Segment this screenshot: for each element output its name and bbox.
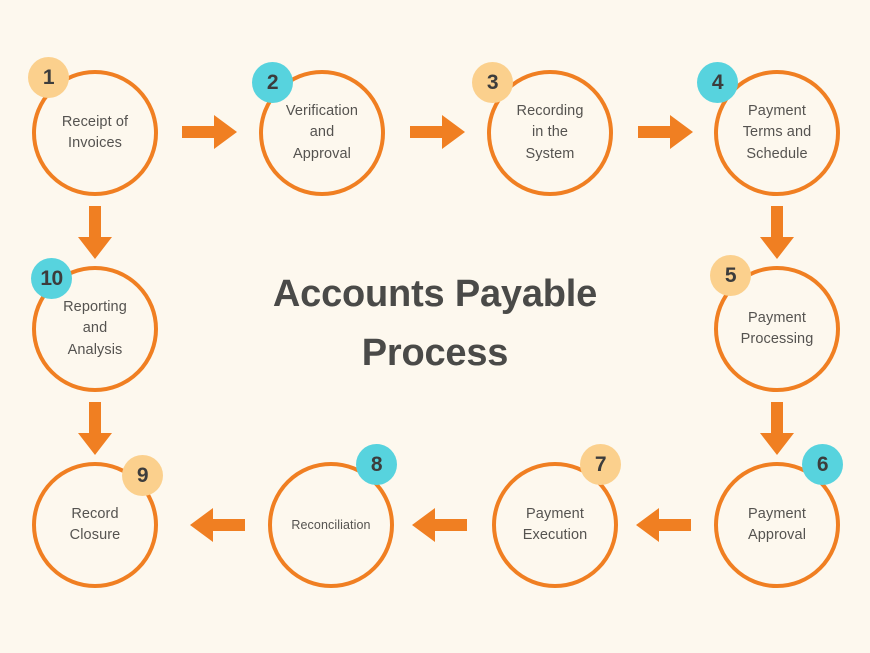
process-node-1-label: Receipt of Invoices <box>61 113 129 151</box>
step-badge-6-number: 6 <box>816 452 829 476</box>
step-badge-3-number: 3 <box>486 70 499 94</box>
step-badge-6: 6 <box>802 444 843 485</box>
arrow-left-8-to-9 <box>190 506 246 544</box>
arrow-right-3-to-4 <box>638 113 694 151</box>
process-node-8-label: Reconciliation <box>291 517 371 532</box>
step-badge-3: 3 <box>472 62 513 103</box>
process-node-5-label: Payment Processing <box>740 309 814 347</box>
process-node-4-label: Payment Terms and Schedule <box>742 103 812 162</box>
step-badge-4-number: 4 <box>711 70 724 94</box>
process-node-1[interactable]: Receipt of Invoices <box>32 70 158 196</box>
process-node-2[interactable]: Verification and Approval <box>259 70 385 196</box>
arrow-down-5-to-6 <box>758 402 796 456</box>
page-title: Accounts Payable Process <box>205 265 665 383</box>
step-badge-8-number: 8 <box>370 452 383 476</box>
page-title-line-1: Accounts Payable <box>272 273 598 315</box>
step-badge-7-number: 7 <box>594 452 607 476</box>
page-title-line-2: Process <box>361 331 509 374</box>
step-badge-2-number: 2 <box>266 70 279 94</box>
process-node-8[interactable]: Reconciliation <box>268 462 394 588</box>
process-node-5[interactable]: Payment Processing <box>714 266 840 392</box>
step-badge-8: 8 <box>356 444 397 485</box>
process-node-6-label: Payment Approval <box>747 505 807 543</box>
step-badge-10: 10 <box>31 258 72 299</box>
arrow-left-7-to-8 <box>412 506 468 544</box>
step-badge-4: 4 <box>697 62 738 103</box>
step-badge-1: 1 <box>28 57 69 98</box>
arrow-down-4-to-5 <box>758 206 796 260</box>
step-badge-7: 7 <box>580 444 621 485</box>
arrow-down-10-to-9 <box>76 402 114 456</box>
step-badge-1-number: 1 <box>42 65 55 89</box>
process-node-10-label: Reporting and Analysis <box>63 299 127 358</box>
process-node-7-label: Payment Execution <box>522 505 588 543</box>
arrow-right-1-to-2 <box>182 113 238 151</box>
process-node-4[interactable]: Payment Terms and Schedule <box>714 70 840 196</box>
step-badge-5: 5 <box>710 255 751 296</box>
arrow-right-2-to-3 <box>410 113 466 151</box>
process-node-10[interactable]: Reporting and Analysis <box>32 266 158 392</box>
process-node-7[interactable]: Payment Execution <box>492 462 618 588</box>
step-badge-9-number: 9 <box>136 463 149 487</box>
arrow-down-1-to-10 <box>76 206 114 260</box>
process-node-9-label: Record Closure <box>69 505 121 543</box>
process-node-2-label: Verification and Approval <box>285 103 359 162</box>
process-node-3-label: Recording in the System <box>516 103 584 162</box>
step-badge-2: 2 <box>252 62 293 103</box>
step-badge-10-number: 10 <box>40 266 63 290</box>
process-node-3[interactable]: Recording in the System <box>487 70 613 196</box>
process-node-6[interactable]: Payment Approval <box>714 462 840 588</box>
arrow-left-6-to-7 <box>636 506 692 544</box>
step-badge-5-number: 5 <box>724 263 737 287</box>
step-badge-9: 9 <box>122 455 163 496</box>
process-node-9[interactable]: Record Closure <box>32 462 158 588</box>
